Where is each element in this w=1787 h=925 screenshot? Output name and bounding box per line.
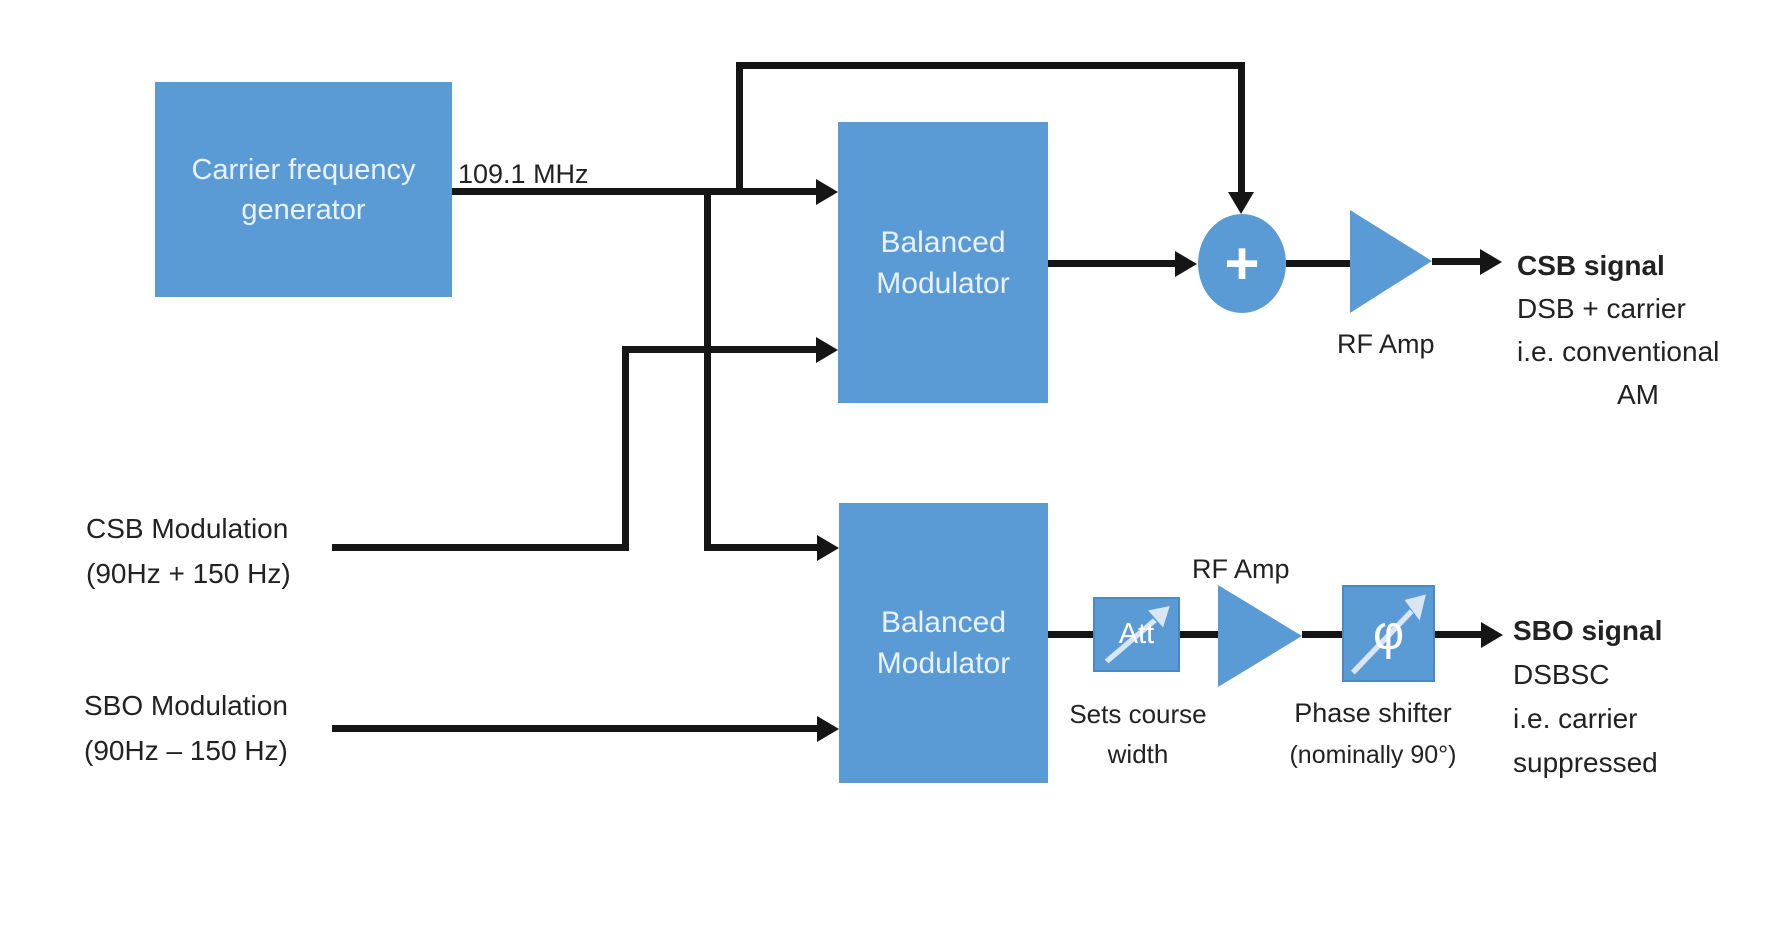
balanced-modulator-top-line2: Modulator bbox=[876, 266, 1010, 300]
csb-output-line3: i.e. conventional bbox=[1517, 336, 1720, 367]
csb-modulation-line1: CSB Modulation bbox=[86, 513, 289, 544]
carrier-label-line2: generator bbox=[241, 193, 366, 226]
carrier-frequency-generator-block: Carrier frequency generator bbox=[155, 82, 452, 297]
arrowhead-into-summer-left bbox=[1175, 251, 1197, 277]
connector-attenuator-to-rf-amp bbox=[1180, 631, 1218, 638]
rf-amp-top-label: RF Amp bbox=[1337, 329, 1435, 359]
sbo-output-line3: i.e. carrier bbox=[1513, 703, 1638, 734]
arrowhead-csb-output bbox=[1480, 249, 1502, 275]
balanced-modulator-top-line1: Balanced bbox=[880, 225, 1006, 259]
arrowhead-into-summer-top bbox=[1228, 192, 1254, 214]
rf-amp-bottom-triangle-icon bbox=[1218, 585, 1302, 687]
phase-shifter-block: φ bbox=[1342, 585, 1435, 682]
arrowhead-into-top-modulator-carrier bbox=[816, 179, 838, 205]
connector-carrier-top-feed bbox=[736, 62, 1245, 69]
connector-sbo-input bbox=[332, 725, 817, 732]
csb-modulation-input-label: CSB Modulation (90Hz + 150 Hz) bbox=[86, 506, 291, 596]
connector-rf-amp-to-csb-output bbox=[1432, 258, 1480, 265]
csb-modulation-line2: (90Hz + 150 Hz) bbox=[86, 558, 291, 589]
arrowhead-sbo-output bbox=[1481, 622, 1503, 648]
sbo-output-label: SBO signal DSBSC i.e. carrier suppressed bbox=[1513, 609, 1662, 785]
sbo-output-line2: DSBSC bbox=[1513, 659, 1610, 690]
connector-csb-to-top-modulator bbox=[622, 346, 816, 353]
sbo-modulation-input-label: SBO Modulation (90Hz – 150 Hz) bbox=[84, 683, 288, 773]
csb-output-line4: AM bbox=[1617, 379, 1659, 410]
diagonal-arrow-icon bbox=[1104, 606, 1170, 664]
diagonal-arrow-icon bbox=[1351, 594, 1426, 675]
carrier-frequency-value-label: 109.1 MHz bbox=[458, 159, 589, 189]
csb-output-label: CSB signal DSB + carrier i.e. convention… bbox=[1517, 244, 1719, 416]
connector-summer-to-rf-amp bbox=[1286, 260, 1350, 267]
arrowhead-into-top-modulator-csb bbox=[816, 337, 838, 363]
balanced-modulator-bottom-block: Balanced Modulator bbox=[839, 503, 1048, 783]
phase-shifter-caption: Phase shifter (nominally 90°) bbox=[1258, 692, 1488, 776]
arrowhead-into-bottom-modulator-sbo bbox=[817, 716, 839, 742]
connector-csb-input bbox=[332, 544, 629, 551]
balanced-modulator-bottom-line1: Balanced bbox=[880, 606, 1007, 639]
attenuator-block: Att bbox=[1093, 597, 1180, 672]
rf-amp-top-triangle-icon bbox=[1350, 210, 1432, 313]
sbo-modulation-line2: (90Hz – 150 Hz) bbox=[84, 735, 288, 766]
arrowhead-into-bottom-modulator-carrier bbox=[817, 535, 839, 561]
connector-carrier-down-branch bbox=[704, 188, 711, 551]
balanced-modulator-top-block: Balanced Modulator bbox=[838, 122, 1048, 403]
connector-top-modulator-to-summer bbox=[1048, 260, 1175, 267]
connector-bottom-modulator-to-attenuator bbox=[1048, 631, 1093, 638]
balanced-modulator-bottom-line2: Modulator bbox=[876, 647, 1011, 680]
csb-output-line2: DSB + carrier bbox=[1517, 293, 1686, 324]
sbo-modulation-line1: SBO Modulation bbox=[84, 690, 288, 721]
attenuator-caption-line2: width bbox=[1107, 739, 1169, 769]
connector-carrier-to-top-modulator bbox=[452, 188, 818, 195]
connector-rf-amp-to-phase-shifter bbox=[1302, 631, 1342, 638]
connector-down-to-summer bbox=[1238, 62, 1245, 192]
connector-phase-shifter-to-sbo-output bbox=[1435, 631, 1481, 638]
phase-shifter-caption-line2: (nominally 90°) bbox=[1289, 741, 1457, 769]
plus-icon: + bbox=[1224, 229, 1260, 297]
csb-output-line1: CSB signal bbox=[1517, 250, 1665, 281]
phase-shifter-caption-line1: Phase shifter bbox=[1294, 698, 1452, 728]
connector-carrier-up-branch bbox=[736, 62, 743, 192]
connector-csb-up-branch bbox=[622, 346, 629, 551]
phi-icon: φ bbox=[1372, 607, 1405, 660]
attenuator-caption: Sets course width bbox=[1058, 694, 1218, 774]
connector-carrier-to-bottom-modulator bbox=[704, 544, 817, 551]
carrier-label-line1: Carrier frequency bbox=[191, 153, 416, 186]
attenuator-caption-line1: Sets course bbox=[1069, 699, 1207, 729]
attenuator-label: Att bbox=[1118, 618, 1155, 650]
sbo-output-line1: SBO signal bbox=[1513, 615, 1663, 646]
summing-junction: + bbox=[1198, 214, 1286, 313]
sbo-output-line4: suppressed bbox=[1513, 747, 1658, 778]
rf-amp-bottom-label: RF Amp bbox=[1192, 554, 1290, 584]
